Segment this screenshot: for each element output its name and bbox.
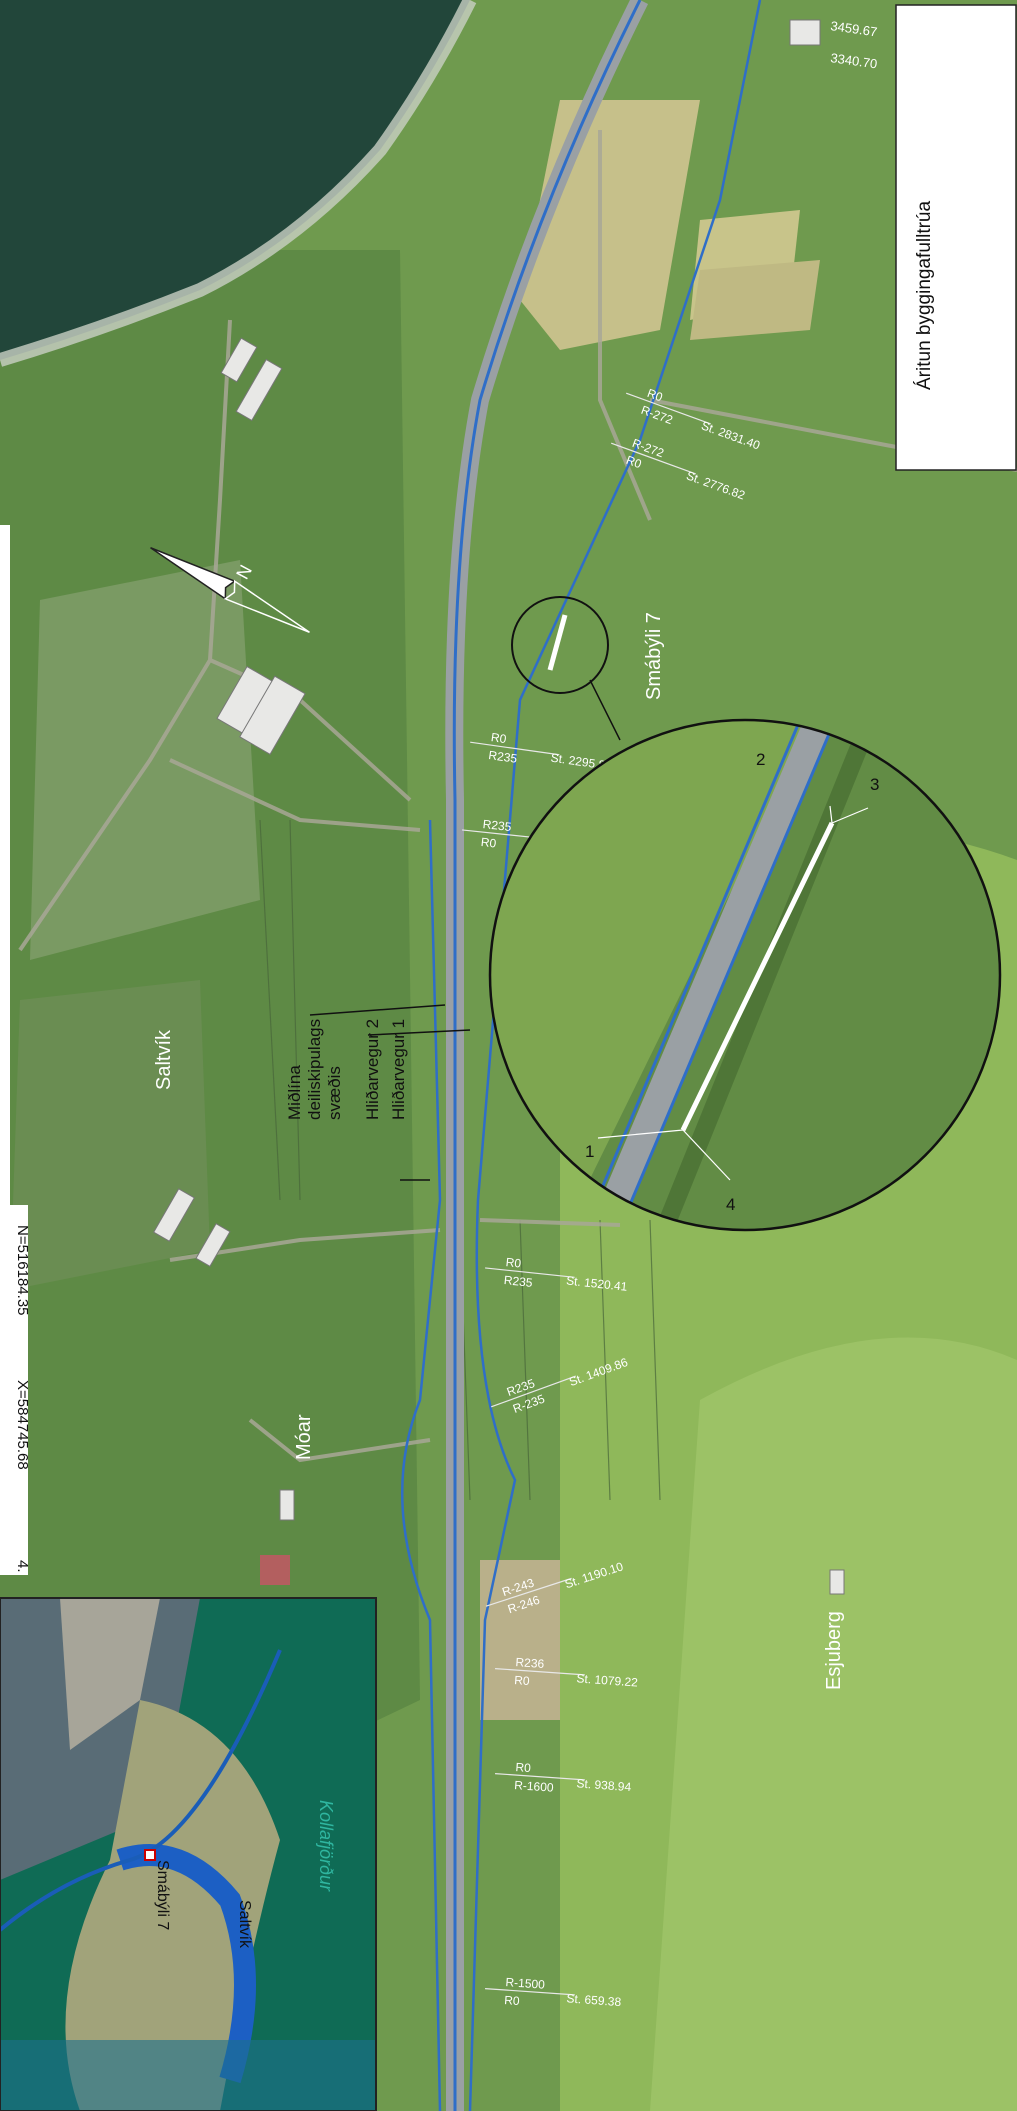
field-patch xyxy=(10,980,210,1290)
station-label-l2: R0 xyxy=(624,453,644,472)
coordinate-x: X=584745.68 xyxy=(14,1380,31,1470)
buildings xyxy=(153,19,845,1595)
station-line xyxy=(470,741,560,756)
detail-enlargement xyxy=(490,720,1000,1230)
detail-circle-outline xyxy=(488,718,1002,1232)
station-label-st: St. 1520.41 xyxy=(566,1273,629,1293)
approval-box xyxy=(895,4,1017,471)
label-saltvik: Saltvík xyxy=(153,1029,175,1090)
leader-line xyxy=(309,1004,446,1016)
detail-connector xyxy=(589,679,621,741)
label-moar: Móar xyxy=(293,1414,315,1460)
station-label-l1: R235 xyxy=(482,817,512,834)
legend-hlidarvegur-2: Hliðarvegur 2 xyxy=(363,1019,382,1120)
station-label-st: St. 1079.22 xyxy=(576,1671,639,1689)
hay-field xyxy=(690,260,820,340)
coordinate-n: N=516184.35 xyxy=(14,1225,31,1316)
station-label-st: St. 659.38 xyxy=(566,1991,622,2009)
leader-line xyxy=(367,1029,471,1036)
station-label-l1: R0 xyxy=(505,1255,522,1271)
label-smabyli: Smábýli 7 xyxy=(643,612,665,700)
detail-point-1: 1 xyxy=(585,1142,594,1161)
legend-midlina-2: deiliskipulags xyxy=(305,1019,324,1120)
station-label-l2: R-1600 xyxy=(514,1778,555,1795)
coordinate-box xyxy=(0,525,10,1575)
station-label-l2: R0 xyxy=(504,1993,521,2008)
station-label-l2: R0 xyxy=(514,1673,531,1688)
field-patch xyxy=(30,560,260,960)
approval-label: Áritun byggingafulltrúa xyxy=(914,201,935,390)
legend-midlina-3: svæðis xyxy=(325,1066,344,1120)
station-label-l1: R-1500 xyxy=(505,1975,546,1992)
side-road-1 xyxy=(468,0,762,2111)
sea xyxy=(0,0,470,360)
detail-locator-circle xyxy=(511,596,609,694)
inset-label-fjord: Kollafjörður xyxy=(316,1800,336,1892)
station-line xyxy=(495,1668,585,1676)
station-label-l1: R236 xyxy=(515,1655,545,1671)
top-right-n: 3340.70 xyxy=(830,50,879,71)
station-line xyxy=(491,1375,576,1408)
legend-labels: Miðlína deiliskipulags svæðis Hliðarvegu… xyxy=(285,1004,471,1181)
legend-midlina-1: Miðlína xyxy=(285,1065,304,1120)
inset-label-smabyli: Smábýli 7 xyxy=(154,1860,171,1930)
legend-hlidarvegur-1: Hliðarvegur 1 xyxy=(389,1019,408,1120)
station-marker: R0R-1600 St. 938.94 xyxy=(495,1760,632,1795)
station-line xyxy=(626,392,711,425)
station-line xyxy=(485,1267,575,1278)
mountain-slope-light xyxy=(650,1337,1017,2111)
field-patch xyxy=(480,1560,560,1720)
coordinate-box-lower xyxy=(0,1205,28,1575)
detail-point-2: 2 xyxy=(756,750,765,769)
detail-point-4: 4 xyxy=(726,1195,735,1214)
station-label-l2: R235 xyxy=(488,748,519,766)
red-roof-building xyxy=(260,1555,290,1585)
station-label-st: St. 938.94 xyxy=(576,1776,632,1794)
station-label-l2: R0 xyxy=(480,835,497,851)
side-road-2 xyxy=(400,819,442,2111)
station-label-l1: R0 xyxy=(645,386,665,405)
station-label-l1: R0 xyxy=(490,730,507,746)
station-line xyxy=(611,442,696,475)
station-label-l2: R235 xyxy=(503,1273,533,1290)
top-right-x: 3459.67 xyxy=(830,18,879,39)
station-line xyxy=(485,1577,572,1607)
inset-label-saltvik: Saltvík xyxy=(236,1900,253,1949)
field-boundaries xyxy=(259,819,661,1501)
detail-locator-tick xyxy=(547,614,568,671)
coordinate-point-number: 4. xyxy=(14,1560,31,1573)
station-line xyxy=(485,1988,575,1996)
label-esjuberg: Esjuberg xyxy=(823,1611,845,1690)
station-line xyxy=(495,1773,585,1781)
inset-map: Smábýli 7 Saltvík Kollafjörður xyxy=(0,1597,377,2111)
detail-point-3: 3 xyxy=(870,775,879,794)
highway-centreline xyxy=(452,0,642,2111)
shoreline xyxy=(0,0,477,367)
station-label-l1: R0 xyxy=(515,1760,532,1775)
